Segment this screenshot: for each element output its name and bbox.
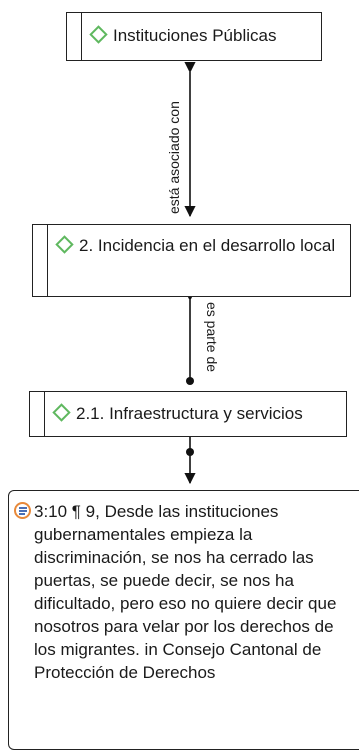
code-diamond-icon (52, 403, 71, 422)
code-node-incidencia[interactable] (32, 224, 351, 297)
edge-part-of-dot (186, 377, 194, 385)
code-label-text: Instituciones Públicas (113, 26, 277, 45)
code-diamond-icon (55, 235, 74, 254)
relation-label-part-of: es parte de (204, 302, 220, 373)
code-label-text: 2. Incidencia en el desarrollo local (79, 236, 336, 255)
code-node-instituciones[interactable] (66, 12, 322, 61)
relation-label-associated: está asociado con (166, 101, 182, 214)
quotation-node[interactable] (8, 490, 359, 750)
code-node-incidencia-label: 2. Incidencia en el desarrollo local (54, 234, 344, 257)
edge-lower-quote-dot (186, 448, 194, 456)
quotation-text: 3:10 ¶ 9, Desde las instituciones gubern… (34, 502, 337, 682)
code-node-infraestructura-label: 2.1. Infraestructura y servicios (51, 402, 343, 425)
quotation-icon (14, 502, 31, 519)
code-node-instituciones-label: Instituciones Públicas (88, 24, 318, 47)
code-label-text: 2.1. Infraestructura y servicios (76, 404, 303, 423)
code-node-infraestructura[interactable] (29, 391, 347, 437)
code-diamond-icon (89, 25, 108, 44)
